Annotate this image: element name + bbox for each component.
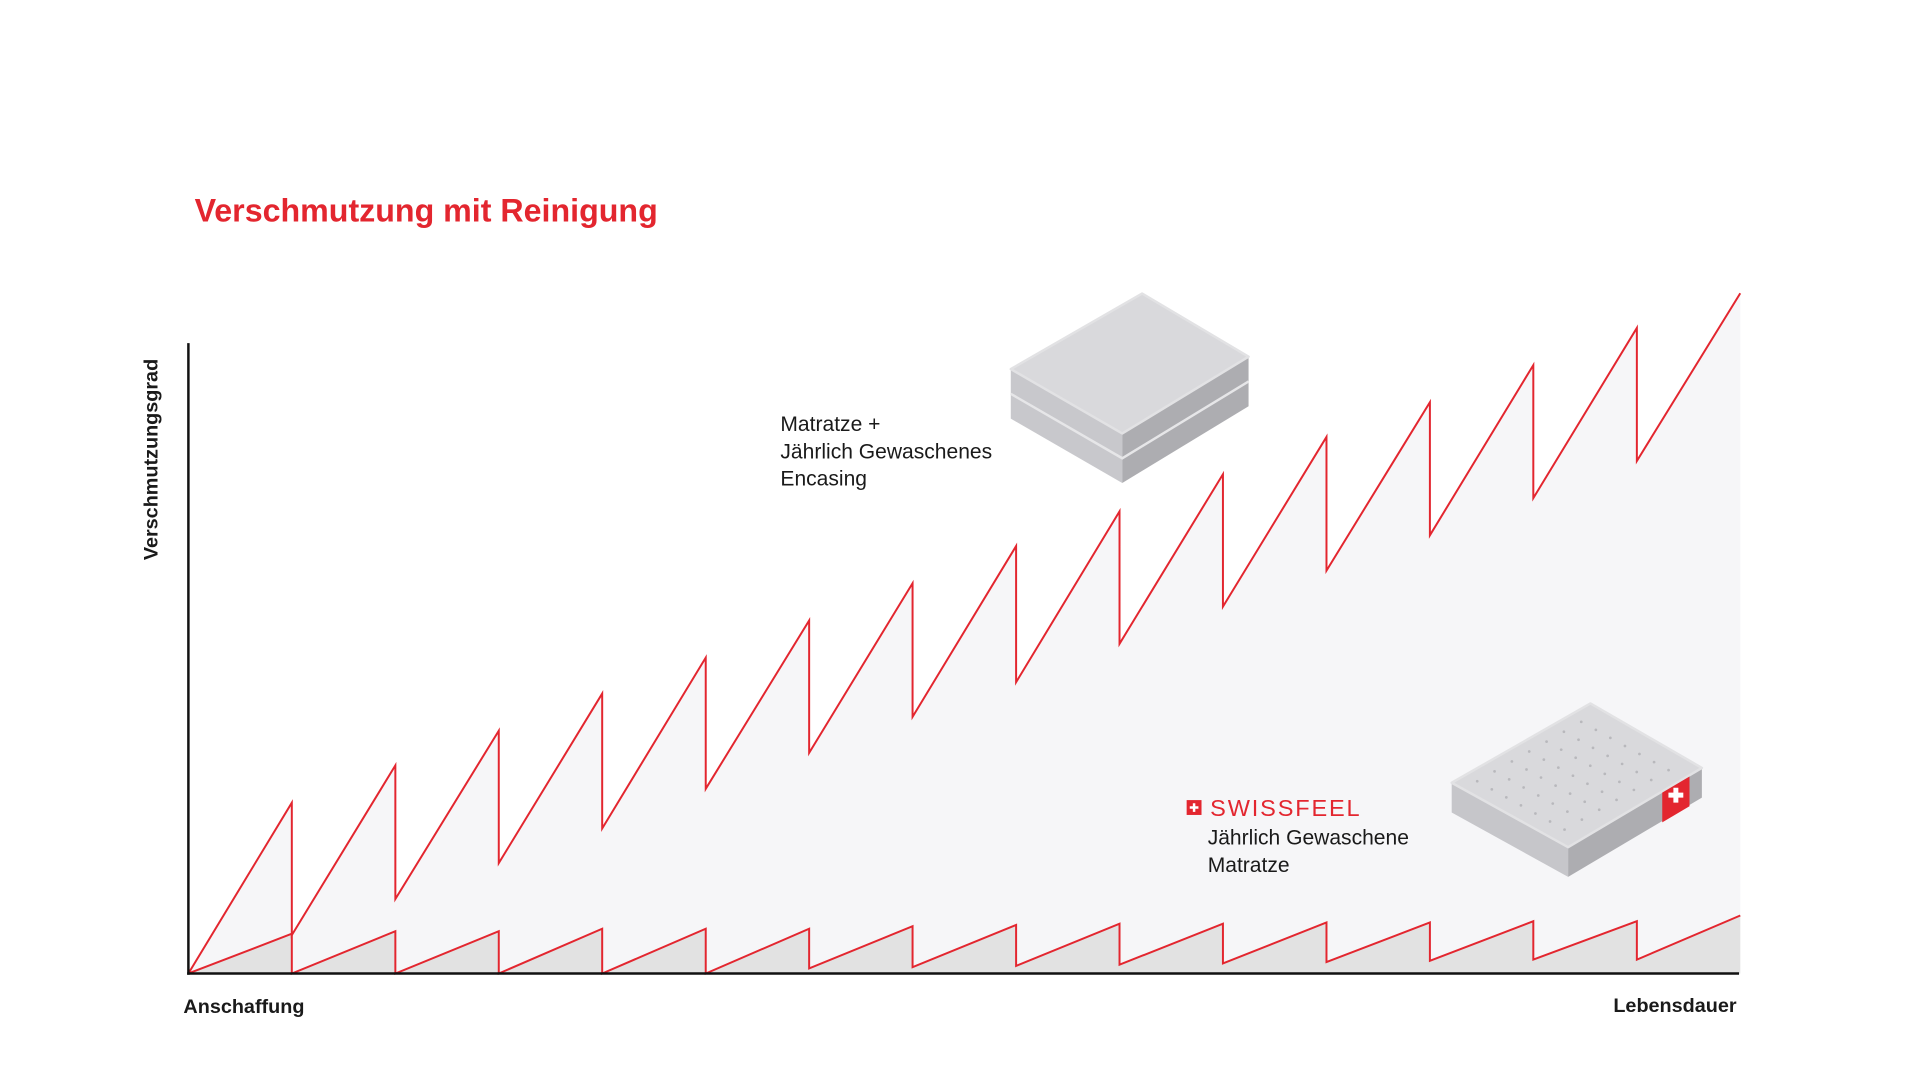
mattress-dot [1600,790,1604,794]
mattress-dot [1632,788,1636,792]
mattress-dot [1490,787,1494,791]
series-1-label-line: Jährlich Gewaschenes [780,440,992,463]
x-axis-label-start: Anschaffung [183,996,304,1018]
mattress-dot [1566,810,1569,813]
mattress-dot [1574,756,1578,760]
series-2-area [188,915,1741,974]
series-2-label: Jährlich Gewaschene Matratze [1208,827,1415,877]
mattress-dot [1548,820,1552,823]
mattress-dot [1597,808,1601,812]
mattress-dot [1539,776,1543,779]
mattress-dot [1568,792,1572,796]
mattress-dot [1638,752,1641,756]
chart-title: Verschmutzung mit Reinigung [195,193,658,229]
encasing-mattress-icon [1009,292,1250,484]
mattress-dot [1510,760,1514,763]
series-1-line [187,292,1742,974]
mattress-dot [1527,750,1531,753]
mattress-dot [1649,778,1653,782]
mattress-dot [1586,782,1589,786]
swissfeel-brand: SWISSFEEL [1210,795,1361,821]
series-2-label-line: Matratze [1208,854,1290,877]
mattress-dot [1652,760,1656,764]
mattress-dot [1620,762,1624,766]
mattress-dot [1534,812,1537,815]
y-axis-label: Verschmutzungsgrad [140,359,162,560]
mattress-dot [1623,744,1627,748]
mattress-dot [1554,784,1557,787]
series-2-line [188,914,1741,975]
mattress-dot [1507,778,1511,781]
mattress-dot [1559,748,1563,752]
mattress-dot [1615,798,1618,802]
series-2-label-line: Jährlich Gewaschene [1208,827,1409,850]
mattress-dot [1608,736,1612,740]
mattress-dot [1545,740,1548,743]
series-1-label-line: Encasing [780,468,867,491]
series-1-label-line: Matratze + [780,413,880,436]
mattress-dot [1591,746,1595,750]
mattress-dot [1606,754,1609,758]
mattress-dot [1525,768,1528,771]
swissfeel-mattress-icon [1450,702,1704,877]
mattress-dot [1522,786,1526,789]
swissfeel-logo: SWISSFEEL [1186,795,1361,821]
mattress-dot [1504,796,1508,799]
mattress-dot [1519,804,1523,807]
mattress-dot [1583,800,1587,804]
mattress-dot [1475,779,1479,783]
mattress-dot [1667,768,1670,772]
mattress-dot [1536,794,1540,797]
mattress-dot [1493,769,1496,773]
mattress-dot [1618,780,1621,784]
mattress-dot [1563,828,1566,831]
mattress-dot [1542,758,1546,761]
mattress-dot [1603,772,1607,776]
mattress-dot [1588,764,1592,768]
series-1-area [188,293,1741,974]
mattress-dot [1594,728,1598,732]
mattress-dot [1556,766,1560,770]
mattress-dot [1571,774,1575,778]
series-1-label: Matratze + Jährlich Gewaschenes Encasing [780,413,998,490]
mattress-dot [1551,802,1555,805]
series-layer [187,292,1742,975]
x-axis-label-end: Lebensdauer [1613,995,1737,1017]
mattress-dot [1579,720,1583,724]
mattress-dot [1577,738,1580,742]
mattress-dot [1635,770,1639,774]
mattress-dot [1580,818,1584,822]
mattress-dot [1562,730,1566,734]
